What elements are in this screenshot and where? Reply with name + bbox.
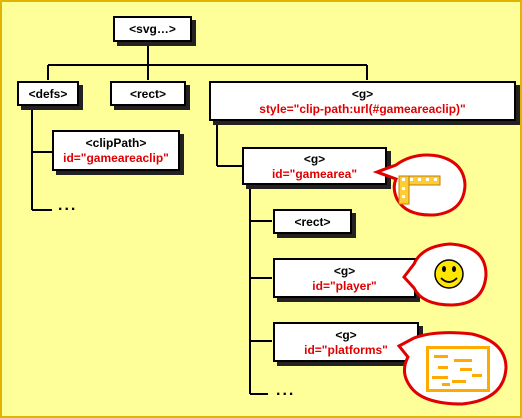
g-player-node-tag: <g> — [333, 264, 356, 278]
g-platforms-node-attr: id="platforms" — [304, 343, 388, 357]
defs-node: <defs> — [17, 81, 79, 106]
platform-corner-icon — [398, 175, 441, 205]
clippath-node-attr: id="gameareaclip" — [63, 151, 169, 165]
g-player-node-attr: id="player" — [312, 279, 377, 293]
clippath-node: <clipPath> id="gameareaclip" — [52, 130, 180, 171]
defs-node-tag: <defs> — [28, 87, 68, 101]
g-clip-node-tag: <g> — [351, 87, 374, 101]
g-platforms-node-tag: <g> — [335, 328, 357, 342]
g-clip-node: <g> style="clip-path:url(#gameareaclip)" — [209, 81, 516, 121]
g-gamearea-node-attr: id="gamearea" — [271, 167, 358, 181]
svg-node-tag: <svg…> — [129, 22, 176, 36]
defs-ellipsis: ... — [58, 197, 78, 214]
svg-node: <svg…> — [113, 16, 192, 42]
rect-node-inner-tag: <rect> — [294, 215, 331, 229]
g-player-node: <g> id="player" — [273, 258, 416, 298]
gamearea-ellipsis: ... — [276, 382, 296, 399]
platforms-map-icon — [426, 346, 490, 392]
g-platforms-node: <g> id="platforms" — [273, 322, 419, 362]
smiley-face-icon — [434, 259, 464, 289]
g-clip-node-attr: style="clip-path:url(#gameareaclip)" — [259, 102, 466, 116]
rect-node-top-tag: <rect> — [129, 87, 167, 101]
g-gamearea-node-tag: <g> — [303, 152, 326, 166]
rect-node-inner: <rect> — [273, 209, 352, 234]
g-gamearea-node: <g> id="gamearea" — [242, 147, 387, 185]
rect-node-top: <rect> — [110, 81, 186, 106]
platforms-speech-bubble — [396, 331, 508, 406]
clippath-node-tag: <clipPath> — [85, 136, 147, 150]
